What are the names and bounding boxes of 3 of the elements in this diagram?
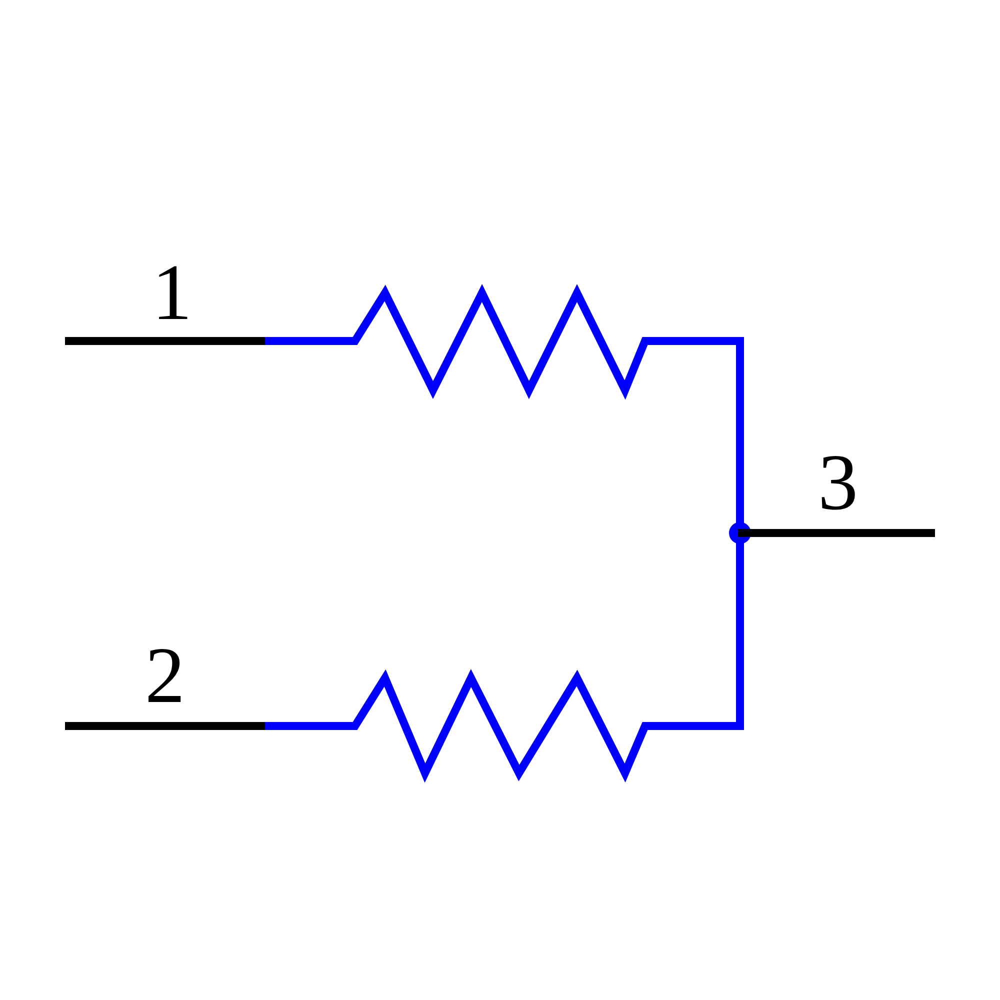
pin-number: 1 — [152, 253, 192, 333]
pin-number: 3 — [818, 443, 858, 523]
pin-number: 2 — [145, 636, 185, 716]
